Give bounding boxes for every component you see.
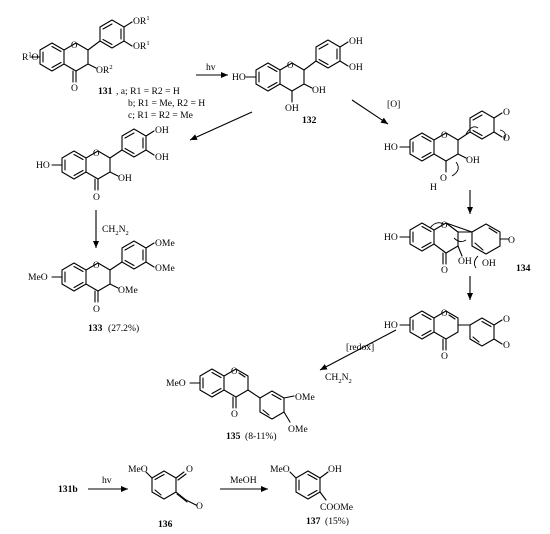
compound-133: MeO O OMe OMe OMe O 133 (27.2%) [28,238,175,334]
iq-o-q1: O [503,314,510,325]
quinone-methide-intermediate: HO O OH O H O O [384,107,510,193]
qm-o-q2: O [503,133,510,144]
qm-ring-o: O [441,130,448,140]
start-131b: 131b [58,484,78,495]
c131-variant-a: , a; R1 = R2 = H [116,86,180,97]
c131-ring-oxygen: O [71,40,78,50]
compound-131: R1O O O OR1 OR1 OR2 131 , a; R1 = R2 = H… [22,15,205,121]
c137-ester: COOMe [320,502,353,513]
isoflavone-quinone-intermediate: HO O O O O [384,308,510,362]
flav-oh-top: OH [155,125,169,136]
c132-label: 132 [302,115,317,126]
iq-carbonyl: O [441,351,448,362]
reagent-hv-1: hv [206,62,216,73]
flavanone-intermediate: HO O OH OH OH O [36,125,169,203]
c134-curly-arrow-1 [429,222,445,229]
compound-135: MeO O O OMe OMe 135 (8-11%) [166,366,315,442]
compound-134: HO O O OH O OH 134 [384,220,531,276]
qm-curly-arrow-2 [465,126,479,135]
c136-label: 136 [158,519,173,530]
c137-yield: (15%) [325,516,349,527]
reagent-ch2n2-1: CH2N2 [102,224,129,237]
c133-label: 133 [88,323,103,334]
iq-ring-o: O [441,308,448,318]
c135-ome-1: OMe [295,392,315,403]
qm-curly-arrow-1 [451,161,459,177]
reagent-meoh: MeOH [230,475,257,486]
c136-o-ketene: O [196,501,203,512]
c132-ring-o: O [287,60,294,70]
c133-carbonyl: O [93,304,100,315]
c132-oh-c3: OH [312,85,326,96]
c132-oh-right: OH [349,62,363,73]
c135-yield: (8-11%) [245,431,277,442]
qm-o-minus: O [440,173,447,184]
c133-ome-2: OMe [155,263,175,274]
flav-oh-right: OH [155,152,169,163]
c134-label: 134 [516,263,531,274]
c134-curly-arrow-3 [473,255,479,269]
c131-carbonyl-o: O [71,83,78,94]
c131-label: 131 [98,86,113,97]
flav-oh-c3: OH [118,173,132,184]
c137-label: 137 [306,516,321,527]
c133-meo: MeO [28,272,48,283]
c136-o-top: O [186,464,193,475]
c137-meo: MeO [270,464,290,475]
reagent-oxidation: [O] [387,99,400,110]
c131-r1o-label: R1O [22,51,39,63]
c137-oh: OH [328,464,342,475]
c133-ome-3: OMe [118,285,138,296]
flav-ho: HO [36,160,50,171]
flav-carbonyl: O [93,192,100,203]
c131-or2: OR2 [96,64,113,76]
c133-yield: (27.2%) [108,323,139,334]
c132-oh-top: OH [349,36,363,47]
c135-meo: MeO [166,378,186,389]
c134-o-right: O [508,235,515,246]
reagent-redox: [redox] [346,342,374,353]
arrow-132-to-flavanone [189,111,253,141]
reagent-hv-2: hv [102,475,112,486]
c134-oh-c3: OH [458,256,472,267]
arrow-quinone-to-135 [319,329,397,371]
c133-ome-1: OMe [155,238,175,249]
compound-136: MeO O O 136 [128,464,203,530]
flav-ring-o: O [93,148,100,158]
c134-ho: HO [384,232,398,243]
reagent-ch2n2-2: CH2N2 [325,372,352,385]
c135-label: 135 [226,431,241,442]
iq-ho: HO [384,320,398,331]
c131-or1-mid: OR1 [133,40,150,52]
arrow-132-to-quinone-methide [351,99,389,125]
c131-variant-b: b; R1 = Me, R2 = H [128,98,205,109]
qm-curly-arrow-3 [499,129,506,141]
c134-oh-ring: OH [482,258,496,269]
c132-oh-bottom: OH [285,103,299,114]
c134-ring-o: O [441,220,448,230]
c134-carbonyl: O [441,265,448,276]
c133-ring-o: O [93,260,100,270]
c132-ho: HO [232,72,246,83]
qm-oh-c3: OH [466,155,480,166]
c136-meo: MeO [128,464,148,475]
compound-137: MeO OH COOMe 137 (15%) [270,464,353,527]
iq-o-q2: O [503,340,510,351]
c134-curly-arrow-2 [453,237,467,243]
c135-carbonyl: O [231,409,238,420]
c131-or1-top: OR1 [133,15,150,27]
c131-variant-c: c; R1 = R2 = Me [128,110,193,121]
c135-ring-o: O [231,366,238,376]
qm-h: H [430,182,437,193]
qm-o-q1: O [503,107,510,118]
compound-132: HO O OH OH OH OH 132 [232,36,363,126]
c135-ome-2: OMe [288,424,308,435]
qm-ho: HO [384,142,398,153]
